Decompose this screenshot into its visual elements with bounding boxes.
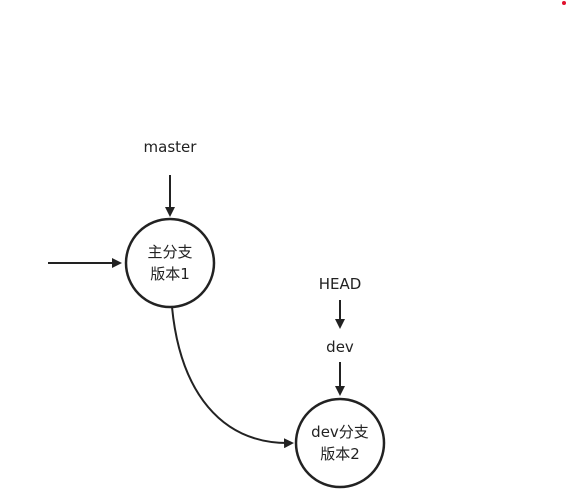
dev-label: dev [326, 338, 354, 356]
head-label: HEAD [318, 275, 362, 293]
main-node-line2: 版本1 [150, 265, 190, 283]
dev-node-text: dev分支 版本2 [311, 421, 369, 465]
main-node-text: 主分支 版本1 [147, 241, 192, 285]
main-node-line1: 主分支 [147, 243, 193, 261]
dev-branch-node [294, 397, 386, 489]
dev-node-line1: dev分支 [311, 423, 369, 441]
commit-curve-arrow [171, 306, 294, 449]
master-label: master [143, 138, 197, 156]
main-branch-node [124, 217, 216, 309]
dev-node-line2: 版本2 [320, 445, 360, 463]
red-dot-marker [562, 1, 566, 5]
